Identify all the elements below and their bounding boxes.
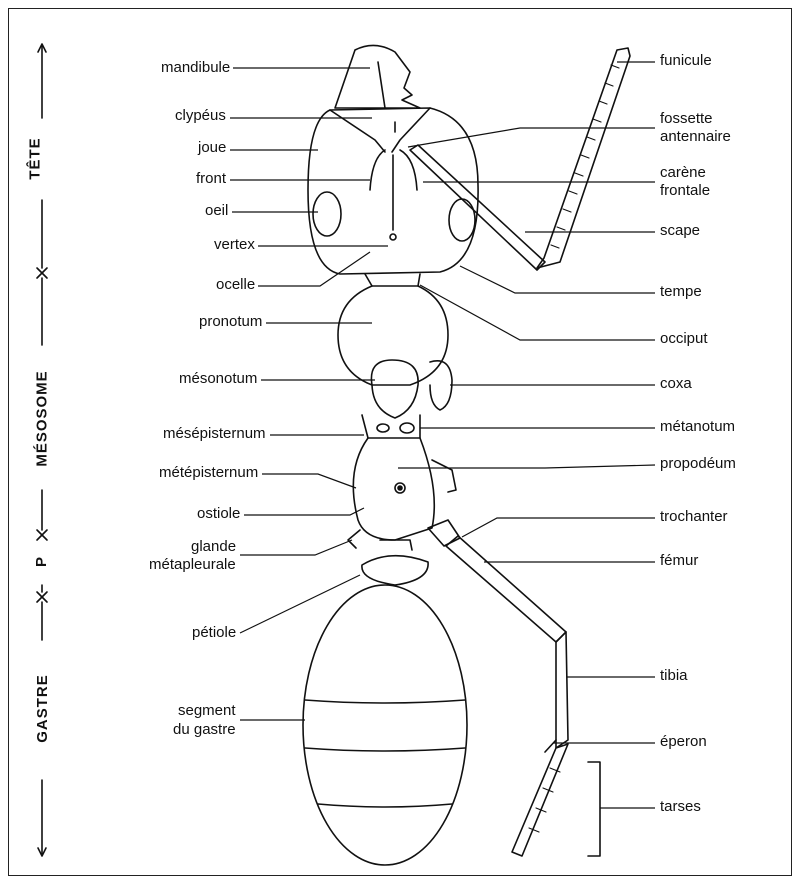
tibia-shape [556, 632, 568, 748]
label-propodeum: propodéum [660, 455, 736, 473]
label-clypeus: clypéus [175, 107, 226, 125]
label-mandibule: mandibule [161, 59, 230, 77]
label-vertex: vertex [214, 236, 255, 254]
label-tibia: tibia [660, 667, 688, 685]
label-carene: carène [660, 164, 706, 182]
label-eperon: éperon [660, 733, 707, 751]
label-frontale: frontale [660, 182, 710, 200]
label-glande: glande [191, 538, 236, 556]
label-oeil: oeil [205, 202, 228, 220]
label-pronotum: pronotum [199, 313, 262, 331]
label-funicule: funicule [660, 52, 712, 70]
label-joue: joue [198, 139, 226, 157]
leader-lines [230, 62, 655, 808]
label-trochanter: trochanter [660, 508, 728, 526]
label-segment: segment [178, 702, 236, 720]
section-petiole: P [33, 556, 50, 567]
eye-left [313, 192, 341, 236]
label-metanotum: métanotum [660, 418, 735, 436]
label-front: front [196, 170, 226, 188]
section-tete: TÊTE [27, 137, 44, 179]
label-occiput: occiput [660, 330, 708, 348]
propodeum-shape [353, 438, 434, 540]
tarses-shape [512, 744, 568, 856]
gastre-shape [303, 585, 467, 865]
label-ostiole: ostiole [197, 505, 240, 523]
label-du-gastre: du gastre [173, 721, 236, 739]
label-petiole: pétiole [192, 624, 236, 642]
label-antennaire: antennaire [660, 128, 731, 146]
mandibule-shape [335, 45, 420, 108]
femur-shape [446, 536, 566, 642]
ocelle-shape [390, 234, 396, 240]
label-coxa: coxa [660, 375, 692, 393]
label-metapleurale: métapleurale [149, 556, 236, 574]
label-scape: scape [660, 222, 700, 240]
section-mesosome: MÉSOSOME [34, 370, 51, 466]
label-femur: fémur [660, 552, 698, 570]
petiole-shape [362, 556, 428, 585]
eye-right [449, 199, 475, 241]
label-metepisternum: métépisternum [159, 464, 258, 482]
mesonotum-shape [371, 360, 418, 418]
label-fossette: fossette [660, 110, 713, 128]
funicule-shape [537, 48, 630, 268]
label-tempe: tempe [660, 283, 702, 301]
pronotum-shape [338, 286, 448, 385]
label-mesepisternum: mésépisternum [163, 425, 266, 443]
label-ocelle: ocelle [216, 276, 255, 294]
label-tarses: tarses [660, 798, 701, 816]
label-mesonotum: mésonotum [179, 370, 257, 388]
section-gastre: GASTRE [34, 674, 51, 743]
